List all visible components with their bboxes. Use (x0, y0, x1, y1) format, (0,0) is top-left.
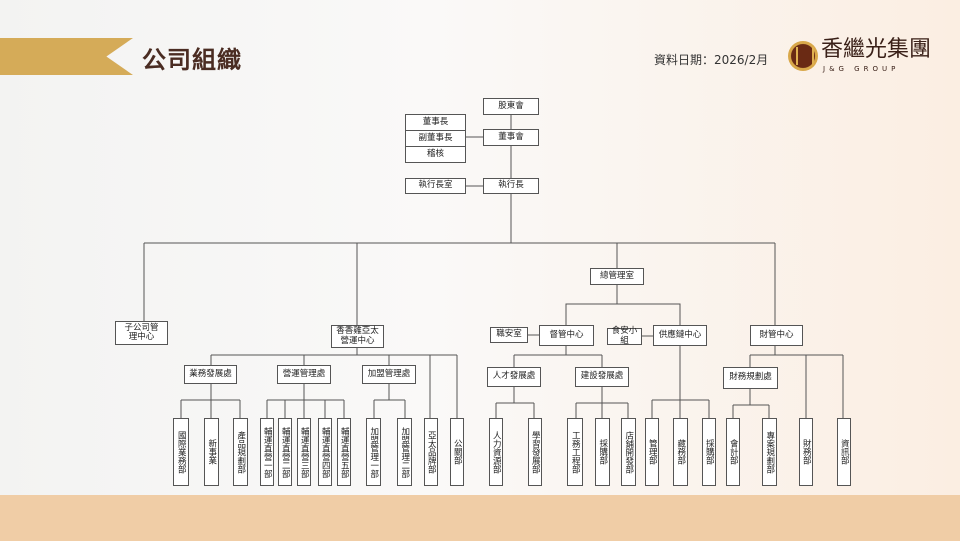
org-node-purchasing-2: 採購部 (702, 418, 716, 486)
org-node-supply-chain: 供應鏈中心 (653, 325, 707, 346)
org-node-product-plan: 產品規劃部 (233, 418, 248, 486)
org-node-fr2: 加盟管理二部 (397, 418, 412, 486)
org-node-engineering: 工務工程部 (567, 418, 583, 486)
org-node-audit: 稽核 (405, 146, 466, 163)
org-node-project-plan: 專案規劃部 (762, 418, 777, 486)
org-node-it: 資訊部 (837, 418, 851, 486)
org-node-food-safety: 食安小組 (607, 326, 642, 345)
org-node-intl-biz: 國際業務部 (173, 418, 189, 486)
footer-band (0, 495, 960, 541)
org-node-general-mgmt: 總管理室 (590, 268, 644, 285)
org-node-fin-plan: 財務規劃處 (723, 367, 778, 389)
org-node-ops-mgmt: 營運管理處 (277, 365, 331, 384)
org-node-supervision: 督管中心 (539, 325, 594, 346)
org-node-construction: 建設發展處 (575, 367, 629, 387)
org-node-warehouse: 藏務部 (673, 418, 688, 486)
brand-logo-icon (788, 41, 818, 71)
org-node-ceo: 執行長 (483, 178, 539, 194)
org-node-new-biz: 新事業 (204, 418, 219, 486)
org-node-subsidiary: 子公司管理中心 (115, 321, 168, 345)
org-node-ops1: 輔運直營一部 (260, 418, 274, 486)
org-node-fr1: 加盟管理一部 (366, 418, 381, 486)
org-node-vice-chairman: 副董事長 (405, 130, 466, 147)
org-node-pr: 公關部 (450, 418, 464, 486)
org-node-accounting: 會計部 (726, 418, 740, 486)
org-node-store-dev: 店鋪開發部 (621, 418, 636, 486)
org-node-board: 董事會 (483, 129, 539, 146)
org-node-mgmt: 管理部 (645, 418, 659, 486)
org-node-ops4: 輔運直營四部 (318, 418, 332, 486)
org-node-safety: 職安室 (490, 327, 528, 343)
org-node-chairman: 董事長 (405, 114, 466, 131)
org-node-apac-brand: 亞太品牌部 (424, 418, 438, 486)
page-title: 公司組織 (142, 46, 242, 74)
org-node-apac: 香香雞亞太營運中心 (331, 325, 384, 348)
org-node-ceo-office: 執行長室 (405, 178, 466, 194)
org-node-ops2: 輔運直營二部 (278, 418, 292, 486)
org-node-talent: 人才發展處 (487, 367, 541, 387)
brand-name: 香繼光集團 (821, 37, 932, 62)
org-node-learning: 學習發展部 (528, 418, 542, 486)
org-node-shareholders: 股東會 (483, 98, 539, 115)
org-node-ops3: 輔運直營三部 (297, 418, 311, 486)
org-node-finance-center: 財管中心 (750, 325, 803, 346)
brand-subtitle: J&G GROUP (823, 65, 900, 73)
org-node-hr: 人力資源部 (489, 418, 503, 486)
org-node-biz-dev: 業務發展處 (184, 365, 237, 384)
org-node-ops5: 輔運直營五部 (337, 418, 351, 486)
org-node-franchise-mgmt: 加盟管理處 (362, 365, 416, 384)
org-node-finance: 財務部 (799, 418, 813, 486)
data-date: 資料日期：2026/2月 (654, 53, 769, 67)
org-node-purchasing-1: 採購部 (595, 418, 610, 486)
